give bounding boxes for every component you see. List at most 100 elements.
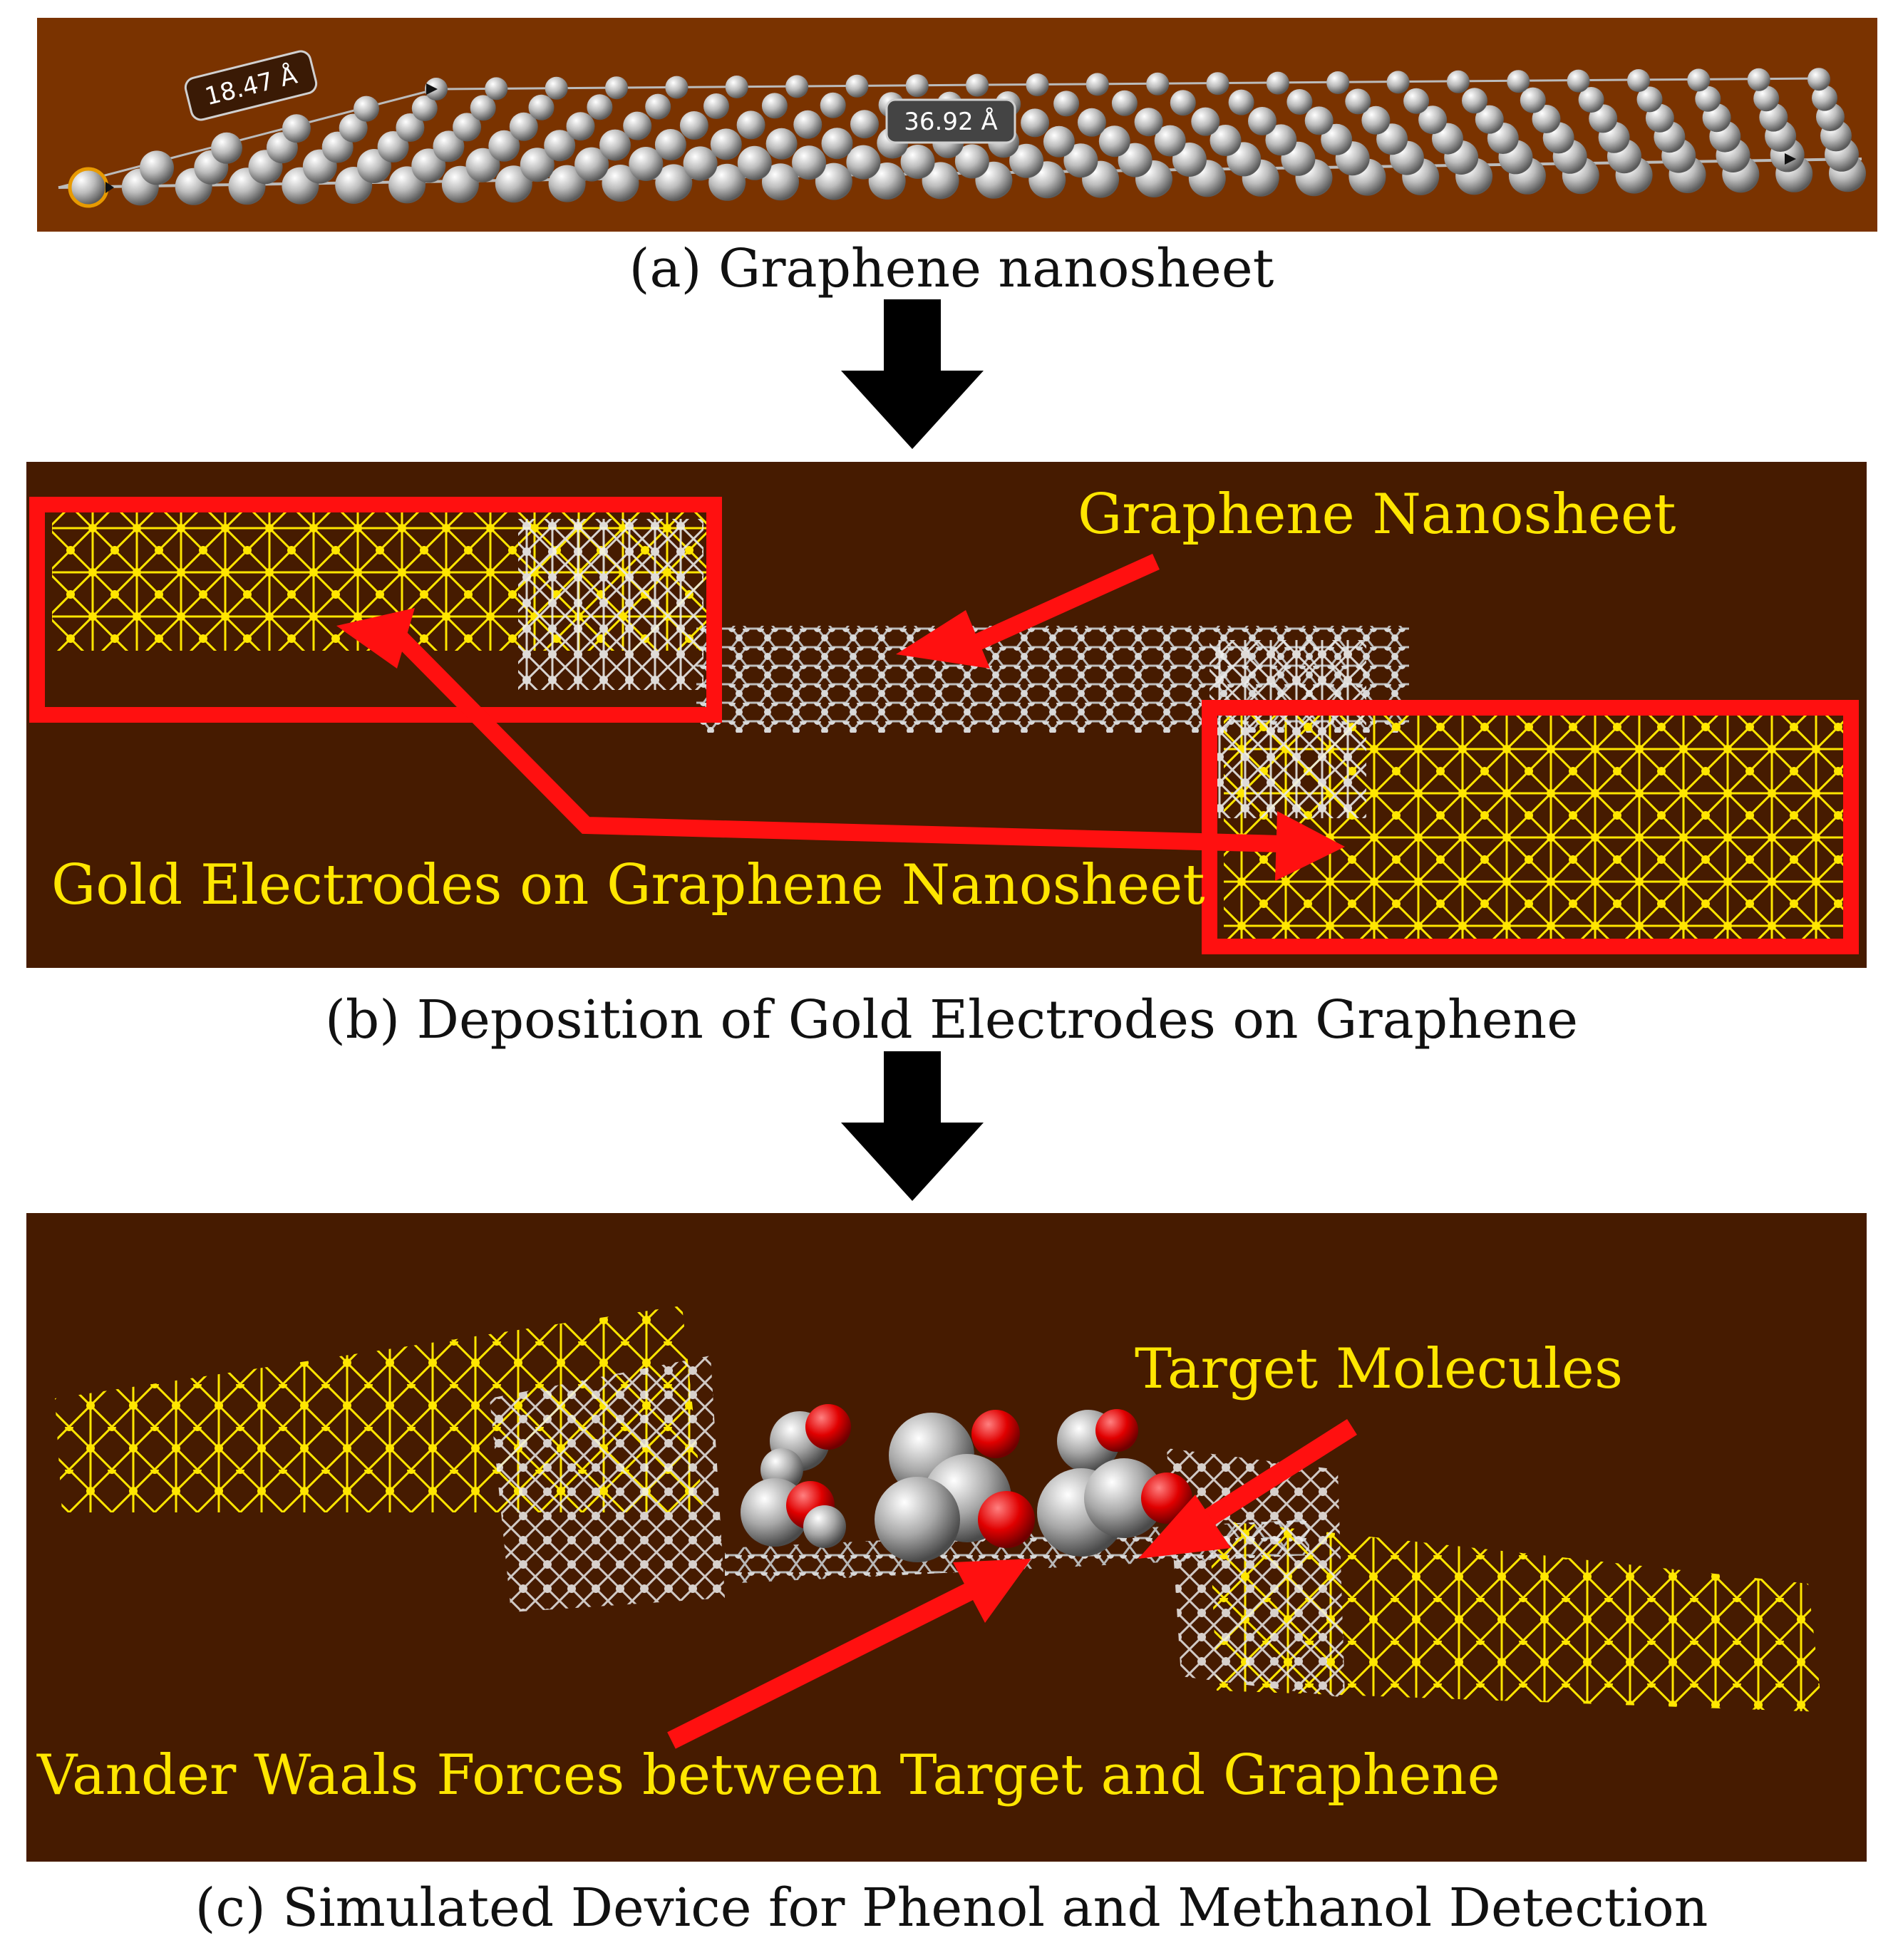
carbon-atom — [1118, 143, 1152, 177]
carbon-atom — [845, 74, 869, 98]
electrode-deposition-render: Graphene Nanosheet Gold Electrodes on Gr… — [29, 483, 1859, 954]
gold-electrode-right-device — [1210, 1520, 1822, 1712]
carbon-atom — [765, 128, 798, 160]
carbon-atom — [433, 130, 465, 163]
carbon-atom — [905, 74, 929, 98]
carbon-atom — [703, 93, 729, 119]
arrow-to-graphene — [971, 554, 1160, 651]
carbon-atom — [520, 148, 555, 182]
caption-c: (c) Simulated Device for Phenol and Meth… — [195, 1877, 1708, 1939]
arrowhead-graphene — [896, 610, 990, 669]
carbon-atom — [339, 113, 368, 143]
carbon-atom — [679, 111, 708, 140]
down-arrow-2 — [841, 1051, 984, 1201]
carbon-atom — [1146, 72, 1170, 96]
carbon-atom — [1326, 71, 1350, 94]
carbon-atom — [1026, 73, 1049, 96]
carbon-atom — [737, 145, 772, 180]
carbon-atom — [1753, 86, 1780, 112]
simulated-device-render: Target Molecules Vander Waals Forces bet… — [36, 1306, 1822, 1807]
carbon-atom — [645, 93, 671, 120]
svg-text:36.92 Å: 36.92 Å — [904, 107, 997, 136]
electrode-connector-arrow — [387, 624, 1281, 852]
carbon-atom — [1462, 88, 1487, 114]
carbon-atom — [1636, 86, 1663, 113]
carbon-atom — [1191, 107, 1220, 136]
carbon-atom — [1475, 105, 1504, 134]
carbon-atom — [1446, 70, 1470, 93]
carbon-atom — [725, 76, 748, 98]
carbon-atom — [1111, 90, 1138, 116]
carbon-atom — [821, 128, 853, 160]
carbon-atom — [792, 145, 827, 180]
carbon-atom — [1009, 143, 1044, 178]
carbon-atom — [655, 164, 693, 202]
carbon-atom — [1063, 143, 1098, 178]
carbon-atom — [587, 94, 613, 120]
carbon-atom — [900, 145, 935, 179]
interface-cluster-right — [1210, 640, 1366, 818]
arrow-to-target — [1201, 1419, 1357, 1527]
carbon-atom — [282, 114, 311, 143]
label-graphene-nanosheet: Graphene Nanosheet — [1078, 483, 1676, 547]
carbon-atom — [665, 76, 689, 99]
carbon-atom — [846, 145, 881, 180]
carbon-atom — [1321, 123, 1353, 155]
carbon-atom — [599, 129, 631, 161]
carbon-atom — [1386, 71, 1410, 94]
carbon-atom — [488, 130, 520, 162]
carbon-atom — [140, 150, 174, 185]
carbon-atom — [465, 148, 500, 182]
methanol-molecule-2 — [741, 1478, 846, 1548]
carbon-atom — [683, 146, 718, 181]
carbon-atom — [868, 163, 906, 200]
arrowhead-electrode-left — [336, 608, 415, 669]
phenol-molecule — [875, 1410, 1035, 1562]
graphene-nanosheet-panel: 18.47 Å 36.92 Å — [37, 18, 1877, 232]
carbon-atom — [1266, 71, 1289, 95]
carbon-atom — [1532, 105, 1561, 133]
carbon-atom — [820, 92, 846, 118]
carbon-atom — [602, 165, 639, 202]
carbon-atom — [710, 128, 742, 160]
carbon-atom — [453, 113, 482, 142]
carbon-atom — [966, 73, 989, 97]
carbon-atom — [548, 165, 586, 202]
phenol-molecule-2 — [1037, 1458, 1192, 1557]
carbon-atom — [396, 113, 425, 142]
label-vander-waals: Vander Waals Forces between Target and G… — [36, 1743, 1500, 1807]
carbon-atom — [528, 94, 555, 120]
carbon-atom — [1304, 106, 1334, 135]
carbon-atom — [1687, 68, 1711, 92]
electrode-deposition-panel: Graphene Nanosheet Gold Electrodes on Gr… — [26, 462, 1867, 968]
carbon-atom — [544, 130, 576, 162]
carbon-atom — [470, 95, 496, 121]
carbon-atom — [1170, 90, 1196, 116]
carbon-atom — [708, 163, 746, 201]
carbon-atom — [1812, 85, 1837, 111]
carbon-atom — [68, 169, 105, 206]
highlight-box-right — [1202, 700, 1859, 954]
carbon-atom — [1265, 124, 1297, 156]
carbon-atom — [1077, 108, 1106, 137]
carbon-atom — [211, 132, 242, 164]
highlight-box-left — [29, 497, 722, 723]
carbon-atom — [1345, 88, 1371, 115]
carbon-atom — [1507, 70, 1530, 93]
label-gold-electrodes: Gold Electrodes on Graphene Nanosheet — [51, 853, 1205, 917]
carbon-atom — [411, 148, 446, 183]
carbon-atom — [411, 96, 438, 121]
carbon-atom — [354, 96, 379, 122]
arrowhead-right — [1785, 153, 1796, 165]
carbon-atom — [566, 112, 595, 141]
carbon-atom — [1286, 89, 1313, 115]
carbon-atom — [1747, 68, 1770, 91]
carbon-atom — [954, 144, 989, 179]
carbon-atom — [1085, 73, 1109, 96]
carbon-atom — [485, 77, 508, 100]
carbon-atom — [850, 110, 879, 139]
carbon-atom — [629, 147, 664, 181]
methanol-molecule-3 — [1057, 1409, 1138, 1472]
carbon-atom — [1567, 69, 1590, 93]
arrowhead-interaction — [953, 1559, 1031, 1623]
